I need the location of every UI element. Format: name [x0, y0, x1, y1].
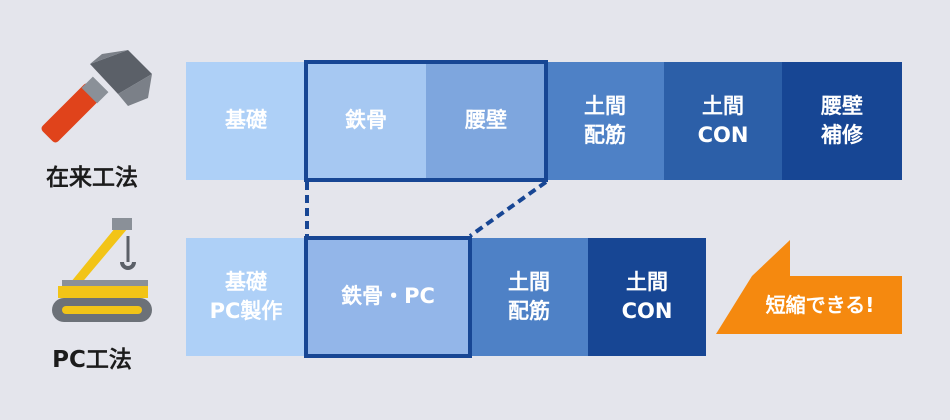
hammer-icon [41, 50, 152, 143]
pc-method-label: PC工法 [52, 347, 132, 373]
conventional-step-koshikabe: 腰壁 [426, 62, 546, 180]
pc-step-tekkotsu-pc: 鉄骨・PC [306, 238, 470, 356]
crane-icon [52, 218, 152, 322]
callout-bubble [716, 240, 902, 334]
conventional-highlight-frame [304, 60, 548, 182]
conventional-method-label: 在来工法 [46, 165, 138, 191]
conventional-step-doma-haikin: 土間 配筋 [546, 62, 664, 180]
pc-step-kiso-pc: 基礎 PC製作 [186, 238, 306, 356]
conventional-step-tekkotsu: 鉄骨 [306, 62, 426, 180]
conventional-step-kiso: 基礎 [186, 62, 306, 180]
pc-step-doma-haikin: 土間 配筋 [470, 238, 588, 356]
pc-highlight-frame [304, 236, 472, 358]
conventional-step-doma-con: 土間 CON [664, 62, 782, 180]
callout-text: 短縮できる! [765, 293, 875, 317]
pc-step-doma-con: 土間 CON [588, 238, 706, 356]
conventional-step-koshikabe-hoshu: 腰壁 補修 [782, 62, 902, 180]
connector-right-dashed [468, 180, 548, 238]
